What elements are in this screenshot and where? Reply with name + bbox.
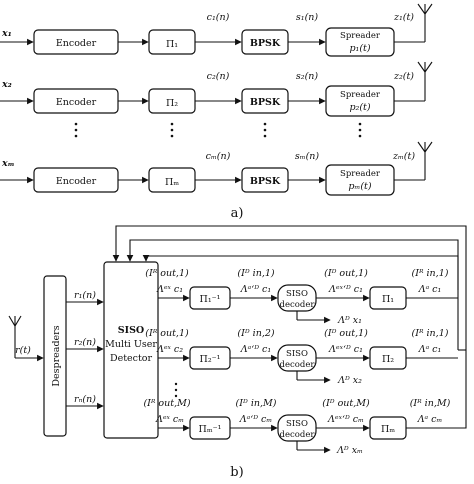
extrinsic-in-label: Λᵉˣ c₂ bbox=[156, 344, 183, 355]
decoder-label: decoder bbox=[280, 300, 316, 310]
row-ellipsis bbox=[74, 122, 362, 138]
output-signal-label: zₘ(t) bbox=[392, 151, 415, 162]
a-priori-label: Λᵃʻᴰ c₁ bbox=[240, 284, 271, 295]
rx-antenna: r(t) bbox=[8, 315, 44, 362]
feedback-loop-1 bbox=[126, 239, 459, 290]
mi-out-d-label: (Iᴰ out,1) bbox=[324, 328, 368, 339]
mi-out-d-label: (Iᴰ out,1) bbox=[324, 268, 368, 279]
decoder-label: decoder bbox=[280, 360, 316, 370]
extrinsic-out-label: Λᵉˣʻᴰ c₁ bbox=[328, 344, 363, 355]
spreader-label: Spreader bbox=[340, 90, 381, 100]
symbol-signal-label: sₘ(n) bbox=[295, 151, 320, 162]
mi-out-d-label: (Iᴰ out,M) bbox=[322, 398, 370, 409]
spreader-label: Spreader bbox=[340, 169, 381, 179]
mi-out-r-label: (Iᴿ out,M) bbox=[143, 398, 190, 409]
tx-row-1: x₁ Encoder Π₁ c₁(n) BPSK s₁(n) Spreader … bbox=[0, 3, 433, 57]
interleaver-label: Πₘ bbox=[165, 177, 179, 188]
siso-label: SISO bbox=[286, 349, 308, 359]
encoder-label: Encoder bbox=[56, 38, 97, 49]
feedback-path-m bbox=[406, 398, 467, 429]
siso-label: SISO bbox=[286, 289, 308, 299]
deinterleaver-label: Πₘ⁻¹ bbox=[199, 424, 222, 435]
despreaders-block bbox=[43, 275, 67, 437]
mi-out-r-label: (Iᴿ out,1) bbox=[145, 268, 189, 279]
extrinsic-in-label: Λᵉˣ c₁ bbox=[156, 284, 183, 295]
extrinsic-out-label: Λᵉˣʻᴰ cₘ bbox=[327, 414, 364, 425]
mi-in-d-label: (Iᴰ in,2) bbox=[237, 328, 274, 339]
feedback-label: Λᵃ c₁ bbox=[418, 284, 442, 295]
spreader-code-label: pₘ(t) bbox=[348, 181, 371, 192]
decision-label: Λᴰ x₁ bbox=[337, 315, 362, 326]
a-priori-label: Λᵃʻᴰ c₁ bbox=[240, 344, 271, 355]
interleaver-label: Π₂ bbox=[382, 354, 394, 365]
rx-row-m: Πₘ⁻¹ SISO decoder Πₘ (Iᴿ out,M) Λᵉˣ cₘ (… bbox=[143, 398, 467, 456]
output-signal-label: z₁(t) bbox=[393, 12, 414, 23]
spreader-code-label: p₁(t) bbox=[349, 43, 370, 54]
interleaver-label: Π₁ bbox=[382, 294, 394, 305]
feedback-label: Λᵃ cₘ bbox=[417, 414, 443, 425]
code-signal-label: cₘ(n) bbox=[206, 151, 231, 162]
encoder-label: Encoder bbox=[56, 176, 97, 187]
mi-in-d-label: (Iᴰ in,1) bbox=[237, 268, 274, 279]
rx-row-1: Π₁⁻¹ SISO decoder Π₁ (Iᴿ out,1) Λᵉˣ c₁ (… bbox=[145, 268, 458, 326]
caption-a: a) bbox=[231, 206, 244, 221]
encoder-label: Encoder bbox=[56, 97, 97, 108]
interleaver-label: Πₘ bbox=[381, 424, 395, 435]
feedback-loop-2 bbox=[142, 255, 459, 350]
extrinsic-out-label: Λᵉˣʻᴰ c₁ bbox=[328, 284, 363, 295]
transmitter-diagram: x₁ Encoder Π₁ c₁(n) BPSK s₁(n) Spreader … bbox=[0, 3, 433, 221]
despread-output-label: r₁(n) bbox=[74, 290, 96, 301]
rx-row-ellipsis bbox=[174, 382, 178, 398]
tx-row-m: xₘ Encoder Πₘ cₘ(n) BPSK sₘ(n) Spreader … bbox=[0, 141, 433, 196]
code-signal-label: c₁(n) bbox=[207, 12, 230, 23]
siso-label: SISO bbox=[286, 419, 308, 429]
mi-in-r-label: (Iᴿ in,1) bbox=[412, 328, 449, 339]
mi-out-r-label: (Iᴿ out,1) bbox=[145, 328, 189, 339]
rx-row-2: Π₂⁻¹ SISO decoder Π₂ (Iᴿ out,1) Λᵉˣ c₂ (… bbox=[145, 328, 458, 386]
bpsk-label: BPSK bbox=[250, 176, 281, 187]
multiuser-detector-block bbox=[103, 261, 159, 439]
spreader-code-label: p₂(t) bbox=[349, 102, 370, 113]
mi-in-r-label: (Iᴿ in,M) bbox=[410, 398, 451, 409]
a-priori-label: Λᵃʻᴰ cₘ bbox=[239, 414, 273, 425]
deinterleaver-label: Π₁⁻¹ bbox=[200, 294, 221, 305]
feedback-loop-outer bbox=[112, 225, 467, 398]
detector-label-1: SISO bbox=[118, 325, 144, 336]
mi-in-r-label: (Iᴿ in,1) bbox=[412, 268, 449, 279]
input-label: x₁ bbox=[1, 28, 12, 39]
detector-label-3: Detector bbox=[110, 353, 153, 364]
despreaders-label: Despreaders bbox=[51, 325, 62, 386]
spreader-label: Spreader bbox=[340, 31, 381, 41]
symbol-signal-label: s₁(n) bbox=[296, 12, 319, 23]
deinterleaver-label: Π₂⁻¹ bbox=[200, 354, 221, 365]
caption-b: b) bbox=[230, 465, 243, 480]
output-signal-label: z₂(t) bbox=[393, 71, 414, 82]
tx-row-2: x₂ Encoder Π₂ c₂(n) BPSK s₂(n) Spreader … bbox=[0, 61, 433, 117]
feedback-label: Λᵃ c₁ bbox=[418, 344, 442, 355]
input-label: xₘ bbox=[1, 158, 15, 169]
interleaver-label: Π₁ bbox=[166, 39, 178, 50]
bpsk-label: BPSK bbox=[250, 97, 281, 108]
receiver-diagram: r(t) Despreaders r₁(n) r₂(n) rₙ(n) SISO … bbox=[8, 225, 467, 480]
mi-in-d-label: (Iᴰ in,M) bbox=[236, 398, 277, 409]
bpsk-label: BPSK bbox=[250, 38, 281, 49]
detector-label-2: Multi User bbox=[105, 339, 157, 350]
extrinsic-in-label: Λᵉˣ cₘ bbox=[155, 414, 184, 425]
code-signal-label: c₂(n) bbox=[207, 71, 230, 82]
despread-output-label: r₂(n) bbox=[74, 337, 96, 348]
interleaver-label: Π₂ bbox=[166, 98, 178, 109]
despread-output-label: rₙ(n) bbox=[74, 394, 96, 405]
symbol-signal-label: s₂(n) bbox=[296, 71, 319, 82]
rx-signal-label: r(t) bbox=[15, 345, 31, 356]
decision-label: Λᴰ xₘ bbox=[336, 445, 363, 456]
input-label: x₂ bbox=[1, 79, 12, 90]
decision-label: Λᴰ x₂ bbox=[337, 375, 362, 386]
decoder-label: decoder bbox=[280, 430, 316, 440]
